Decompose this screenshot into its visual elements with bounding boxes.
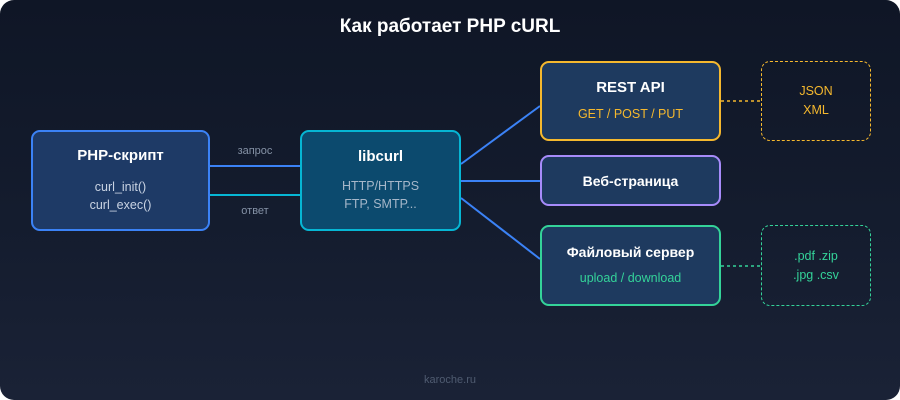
footer-credit: karoche.ru — [424, 374, 476, 386]
web-page-name: Веб-страница — [582, 172, 679, 189]
format-json: JSON — [799, 84, 833, 98]
request-label: запрос — [237, 145, 273, 157]
file-server-node: Файловый сервер upload / download — [540, 225, 721, 306]
response-label: ответ — [241, 205, 269, 217]
link-file — [460, 197, 541, 260]
formats-note: JSON XML — [761, 61, 871, 141]
php-line-exec: curl_exec() — [89, 198, 152, 212]
libcurl-protocols-2: FTP, SMTP... — [344, 197, 417, 211]
file-types-note: .pdf .zip .jpg .csv — [761, 225, 871, 306]
link-rest — [460, 105, 541, 165]
rest-api-node: REST API GET / POST / PUT — [540, 61, 721, 141]
php-line-init: curl_init() — [94, 180, 147, 194]
php-script-node: PHP-скрипт curl_init() curl_exec() — [31, 130, 210, 231]
web-page-node: Веб-страница — [540, 155, 721, 206]
file-server-name: Файловый сервер — [566, 244, 695, 260]
rest-api-methods: GET / POST / PUT — [577, 107, 684, 121]
php-script-name: PHP-скрипт — [77, 147, 164, 164]
format-xml: XML — [803, 103, 829, 117]
file-server-actions: upload / download — [579, 271, 682, 285]
libcurl-node: libcurl HTTP/HTTPS FTP, SMTP... — [300, 130, 461, 231]
file-types-2: .jpg .csv — [793, 267, 839, 282]
file-types-1: .pdf .zip — [794, 248, 838, 263]
rest-api-name: REST API — [596, 79, 665, 96]
libcurl-protocols-1: HTTP/HTTPS — [341, 179, 420, 193]
libcurl-name: libcurl — [357, 148, 403, 165]
diagram-title: Как работает PHP cURL — [339, 16, 561, 37]
